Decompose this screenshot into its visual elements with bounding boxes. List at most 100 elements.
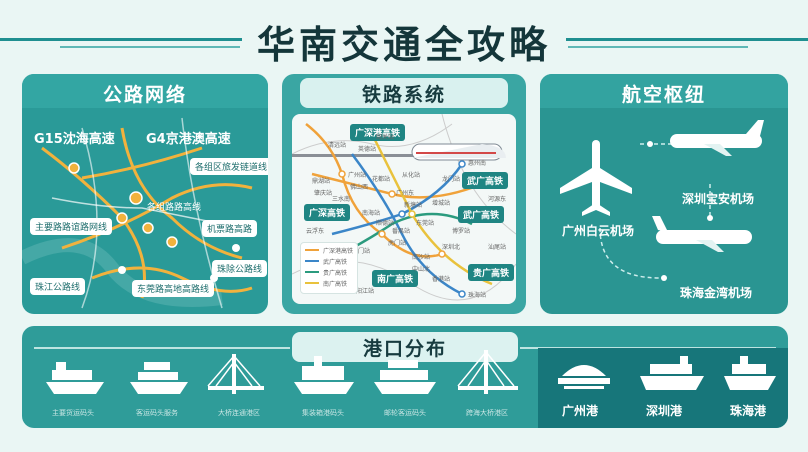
station-label: 珠海站 [468, 292, 487, 299]
legend-swatch [305, 282, 319, 284]
port-panel-title: 港口分布 [362, 338, 447, 360]
cruise-ship-icon [724, 356, 776, 390]
cargo-ship-icon [640, 356, 704, 390]
station-label: 东莞站 [416, 220, 435, 227]
airport-label: 深圳宝安机场 [682, 192, 755, 206]
port-header [292, 332, 518, 362]
port-icon-caption: 跨海大桥港区 [466, 409, 508, 417]
port-icon-caption: 客运码头服务 [136, 409, 178, 417]
station-label: 清远站 [328, 142, 347, 149]
rail-header [300, 78, 508, 108]
station-label: 云浮东 [306, 228, 325, 235]
rail-legend: 广深港高铁 武广高铁 贵广高铁 南广高铁 [300, 242, 358, 294]
station-label: 肇庆站 [314, 190, 333, 197]
road-panel-title: 公路网络 [102, 84, 187, 106]
station-label: 龙门站 [442, 176, 461, 183]
station-label: 阳江站 [356, 288, 375, 295]
air-header-band [540, 74, 788, 108]
port-icon-caption: 大桥连通港区 [218, 409, 260, 417]
station-label: 惠州南 [468, 160, 487, 167]
road-tag: 各组区旅发链道线 [190, 158, 268, 175]
road-tag: 东莞路高地高路线 [132, 280, 215, 297]
station-label: 英德站 [358, 146, 377, 153]
ferry-icon [130, 362, 188, 394]
legend-swatch [305, 249, 319, 251]
road-tag: 机票路高路 [202, 220, 258, 237]
station-label: 鼎湖站 [312, 178, 331, 185]
port-name: 深圳港 [646, 404, 683, 418]
road-tag: 主要路路谊路网线 [30, 218, 113, 235]
rail-line-tag: 广深港高铁 [350, 124, 406, 141]
port-icon-caption: 邮轮客运码头 [384, 409, 426, 417]
rail-line-tag: 南广高铁 [372, 270, 419, 287]
title-rule-right-thin [568, 46, 748, 48]
rail-line-tag: 贵广高铁 [468, 264, 515, 281]
port-distribution-panel: 港口分布 [22, 326, 788, 428]
air-panel-title: 航空枢纽 [621, 84, 706, 106]
road-network-panel: 公路网络 G15沈海高速 G4京港澳高速 各组区旅发链道线 主要路路谊路网线 机… [22, 74, 268, 314]
station-label: 虎门站 [388, 240, 407, 247]
road-network-map [22, 117, 253, 309]
bridge-icon [207, 354, 264, 394]
airplane-icon [670, 120, 764, 156]
road-label-g4: G4京港澳高速 [146, 132, 231, 147]
title-rule-right [566, 38, 808, 41]
station-label: 新塘站 [404, 202, 423, 209]
legend-label: 广深港高铁 [323, 248, 354, 255]
port-icons [46, 350, 776, 394]
road-tag: 各组路路高线 [147, 203, 202, 213]
rail-line-tag: 广深高铁 [304, 204, 351, 221]
station-label: 南海站 [362, 210, 381, 217]
station-label: 汕尾站 [488, 244, 507, 251]
port-name: 珠海港 [730, 404, 767, 418]
road-header-band [22, 74, 268, 108]
rail-system-panel: 铁路系统 广深港高铁 武广高铁 广深高铁 武广高 [282, 74, 526, 314]
station-label: 花都站 [372, 176, 391, 183]
station-label: 河源东 [488, 196, 507, 203]
road-tag: 珠除公路线 [212, 260, 268, 277]
container-ship-icon [294, 356, 354, 394]
airport-label: 珠海金湾机场 [680, 286, 753, 300]
page-title: 华南交通全攻略 [256, 23, 551, 67]
station-label: 深圳北 [442, 244, 461, 251]
station-label: 从化站 [402, 172, 421, 179]
station-label: 南沙站 [412, 254, 431, 261]
station-label: 三水南 [332, 196, 351, 203]
port-header-rule-left [34, 347, 290, 349]
rail-line-tag: 武广高铁 [458, 206, 505, 223]
rail-map: 广深港高铁 武广高铁 广深高铁 武广高铁 南广高铁 贵广高铁 广州站 广州东 佛… [292, 114, 516, 304]
airport-routes [560, 120, 764, 281]
legend-label: 武广高铁 [323, 259, 348, 266]
station-label: 广州站 [348, 172, 367, 179]
station-label: 香港站 [432, 276, 451, 283]
legend-swatch [305, 271, 319, 273]
station-label: 顺德站 [376, 220, 395, 227]
airplane-icon [652, 216, 752, 252]
port-terminal-icon [558, 365, 610, 389]
airplane-icon [560, 140, 632, 216]
station-label: 广州东 [396, 190, 415, 197]
rail-lines [292, 114, 516, 301]
station-label: 中山北 [412, 266, 431, 273]
title-rule-left [0, 38, 242, 41]
station-label: 增城站 [432, 200, 451, 207]
legend-swatch [305, 260, 319, 262]
station-label: 博罗站 [452, 228, 471, 235]
rail-line-tag: 武广高铁 [462, 172, 509, 189]
rail-panel-title: 铁路系统 [361, 84, 446, 106]
aviation-hub-panel: 航空枢纽 深圳宝安机场 广州白云机场 珠海金湾机场 [540, 74, 788, 314]
bridge-icon [457, 350, 518, 394]
port-icon-caption: 主要货运码头 [52, 409, 94, 417]
legend-label: 贵广高铁 [323, 270, 348, 277]
cargo-ship-icon [46, 362, 104, 394]
road-label-g15: G15沈海高速 [34, 132, 115, 147]
station-label: 佛山西 [350, 184, 369, 191]
port-icon-caption: 集装箱港码头 [302, 409, 344, 417]
station-label: 番禺站 [392, 228, 411, 235]
title-rule-left-thin [60, 46, 240, 48]
road-tag: 珠江公路线 [30, 278, 86, 295]
station-label: 江门站 [352, 248, 371, 255]
port-name: 广州港 [562, 404, 599, 418]
airport-label: 广州白云机场 [562, 224, 635, 238]
legend-label: 南广高铁 [323, 281, 348, 288]
